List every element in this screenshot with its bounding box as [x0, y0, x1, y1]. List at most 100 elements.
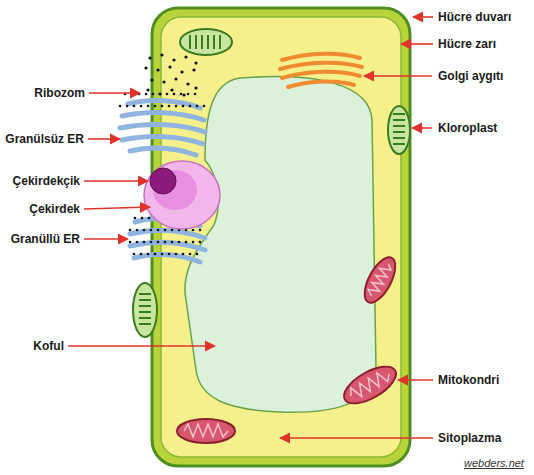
ribosome — [189, 105, 192, 108]
ribosome — [146, 88, 149, 91]
ribosome — [168, 65, 171, 68]
ribosome — [160, 53, 163, 56]
thylakoid — [139, 299, 151, 301]
leader-arrow — [84, 238, 128, 240]
part-label: Çekirdekçik — [13, 173, 80, 189]
ribosome — [173, 93, 176, 96]
ribosome — [174, 77, 177, 80]
ribosome — [175, 253, 178, 256]
leader-arrow — [89, 92, 140, 94]
ribosome — [148, 217, 151, 220]
leader-arrows — [68, 17, 433, 438]
ribosome — [143, 229, 146, 232]
thylakoids — [393, 114, 405, 144]
ribosome — [159, 93, 162, 96]
chloroplast-body — [133, 283, 157, 337]
leader-arrow — [88, 138, 120, 140]
thylakoid — [393, 137, 405, 139]
ribosome — [157, 241, 160, 244]
ribosome — [189, 253, 192, 256]
ribosome — [154, 105, 157, 108]
ribosome — [133, 253, 136, 256]
nucleus — [144, 161, 220, 229]
ribosome — [141, 217, 144, 220]
ribosome — [147, 105, 150, 108]
er-membrane — [130, 243, 205, 250]
thylakoid — [139, 293, 151, 295]
thylakoid — [213, 35, 215, 49]
ribosome — [144, 66, 147, 69]
ribosome — [175, 105, 178, 108]
ribosome — [133, 105, 136, 108]
ribosome — [192, 241, 195, 244]
ribosome — [172, 58, 175, 61]
mitochondrion — [177, 419, 235, 443]
ribosome — [161, 253, 164, 256]
thylakoid — [201, 35, 203, 49]
chloroplast-body — [388, 106, 410, 154]
ribosome — [185, 241, 188, 244]
part-label: Ribozom — [34, 85, 85, 101]
ribosome — [147, 253, 150, 256]
nucleolus — [150, 168, 176, 194]
chloroplast — [133, 283, 157, 337]
mitochondrion — [338, 359, 401, 411]
ribosome — [199, 241, 202, 244]
ribosome — [182, 105, 185, 108]
ribosome — [157, 229, 160, 232]
ribosome — [143, 241, 146, 244]
thylakoid — [393, 143, 405, 145]
leader-arrow — [413, 16, 433, 18]
golgi-cisterna — [282, 54, 360, 60]
leader-arrow — [412, 127, 432, 129]
thylakoid — [139, 323, 151, 325]
ribosome — [196, 253, 199, 256]
thylakoids — [190, 35, 220, 49]
ribosome — [166, 93, 169, 96]
er-membrane — [130, 148, 196, 155]
ribosome — [186, 82, 189, 85]
watermark: webders.net — [464, 455, 524, 471]
thylakoid — [207, 35, 209, 49]
er-membrane — [134, 255, 200, 262]
thylakoid — [195, 35, 197, 49]
ribosome — [184, 55, 187, 58]
thylakoid — [393, 119, 405, 121]
er-membrane — [122, 137, 203, 144]
ribosome — [194, 93, 197, 96]
er-membrane — [128, 101, 200, 108]
mitochondria — [177, 253, 402, 443]
golgi-cisterna — [288, 81, 354, 87]
cristae — [184, 424, 228, 437]
ribosome — [170, 88, 173, 91]
ribosome — [158, 92, 161, 95]
leader-arrow — [68, 345, 215, 347]
ribosome — [136, 241, 139, 244]
ribosome — [134, 217, 137, 220]
thylakoid — [139, 311, 151, 313]
ribosome — [182, 93, 185, 96]
mitochondrion-body — [359, 253, 402, 307]
ribosome — [192, 229, 195, 232]
ribosome — [196, 105, 199, 108]
mitochondrion — [359, 253, 402, 307]
er-membrane — [130, 231, 205, 238]
thylakoid — [219, 35, 221, 49]
ribosome — [180, 70, 183, 73]
er-membrane — [122, 113, 204, 120]
ribosome — [194, 61, 197, 64]
ribosome — [164, 229, 167, 232]
cristae — [366, 261, 393, 298]
ribosome — [129, 229, 132, 232]
thylakoid — [139, 305, 151, 307]
golgi — [280, 54, 362, 87]
ribosome — [164, 241, 167, 244]
ribosome — [150, 241, 153, 244]
smooth-er — [120, 101, 205, 155]
er-membrane — [120, 125, 205, 132]
part-label: Koful — [33, 338, 64, 354]
golgi-cisterna — [282, 72, 360, 78]
ribosome — [119, 105, 122, 108]
ribosome — [126, 105, 129, 108]
